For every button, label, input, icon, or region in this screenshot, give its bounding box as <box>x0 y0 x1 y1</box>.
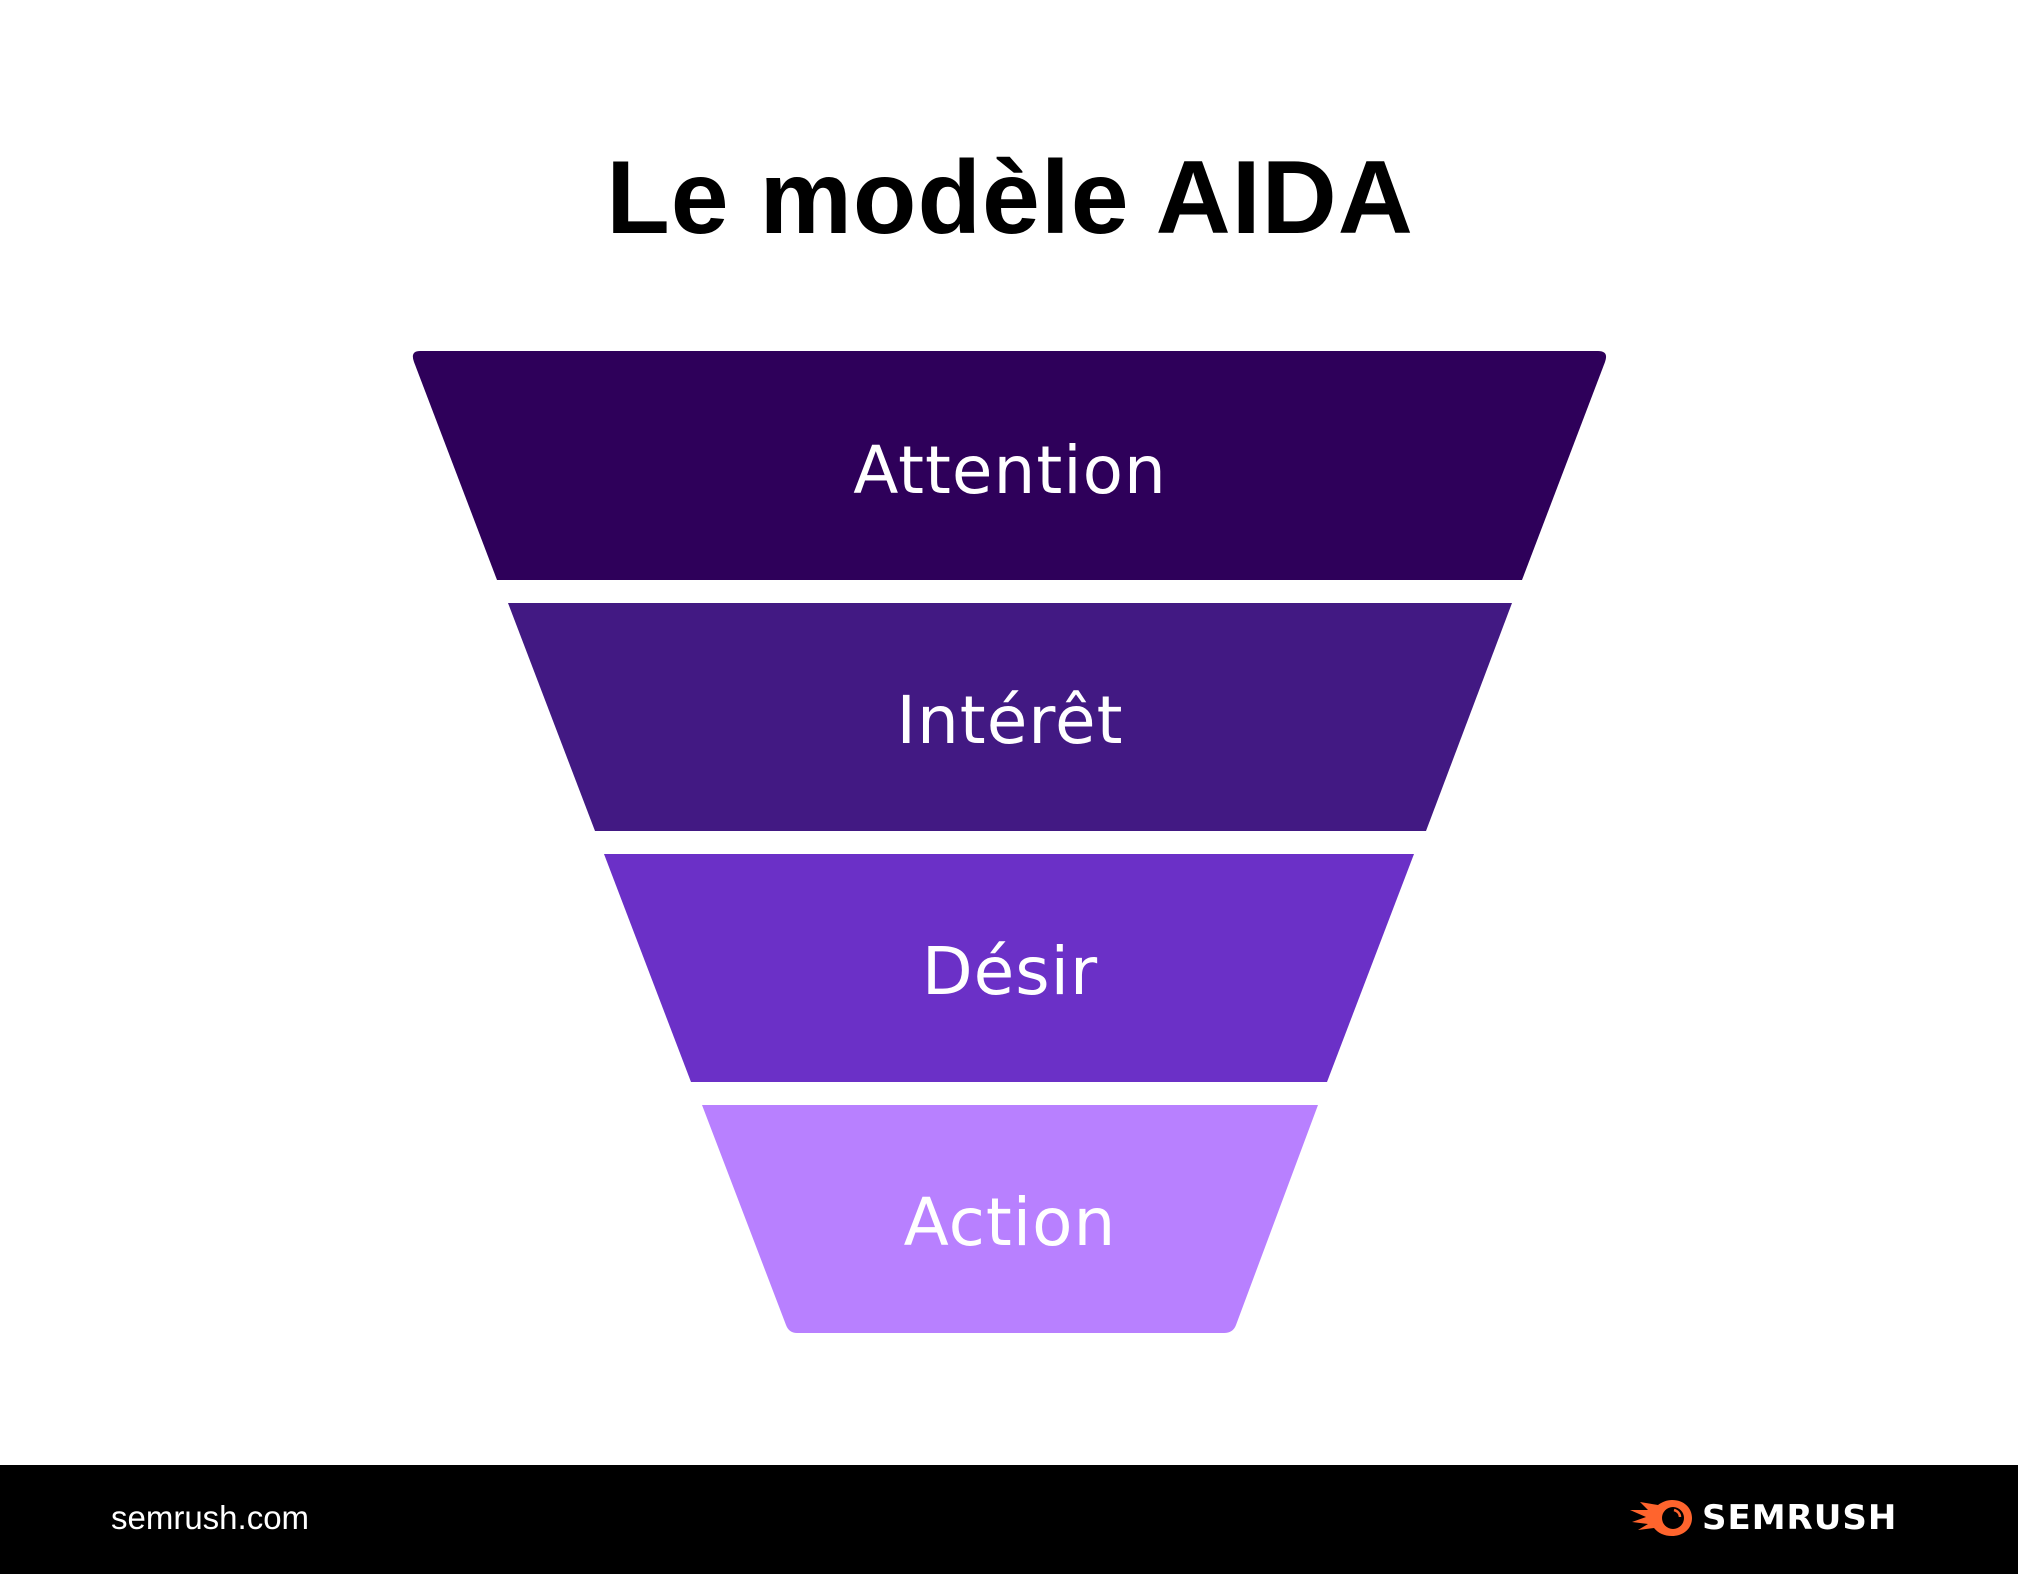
semrush-fireball-icon <box>1630 1500 1692 1536</box>
funnel-label-attention: Attention <box>853 432 1167 509</box>
funnel-stage-action <box>702 1105 1318 1333</box>
aida-funnel <box>412 351 1607 1333</box>
funnel-stage-interet <box>508 603 1512 831</box>
footer: semrush.com SEMRUSH <box>0 1465 2018 1574</box>
semrush-logo: SEMRUSH <box>1628 1495 1897 1541</box>
funnel-label-action: Action <box>903 1184 1117 1261</box>
page-title: Le modèle AIDA <box>606 140 1414 256</box>
funnel-label-interet: Intérêt <box>896 682 1124 759</box>
footer-url: semrush.com <box>111 1499 310 1536</box>
funnel-stage-attention <box>412 351 1607 580</box>
funnel-label-desir: Désir <box>921 933 1099 1010</box>
brand-name: SEMRUSH <box>1702 1498 1898 1538</box>
funnel-stage-desir <box>604 854 1414 1082</box>
